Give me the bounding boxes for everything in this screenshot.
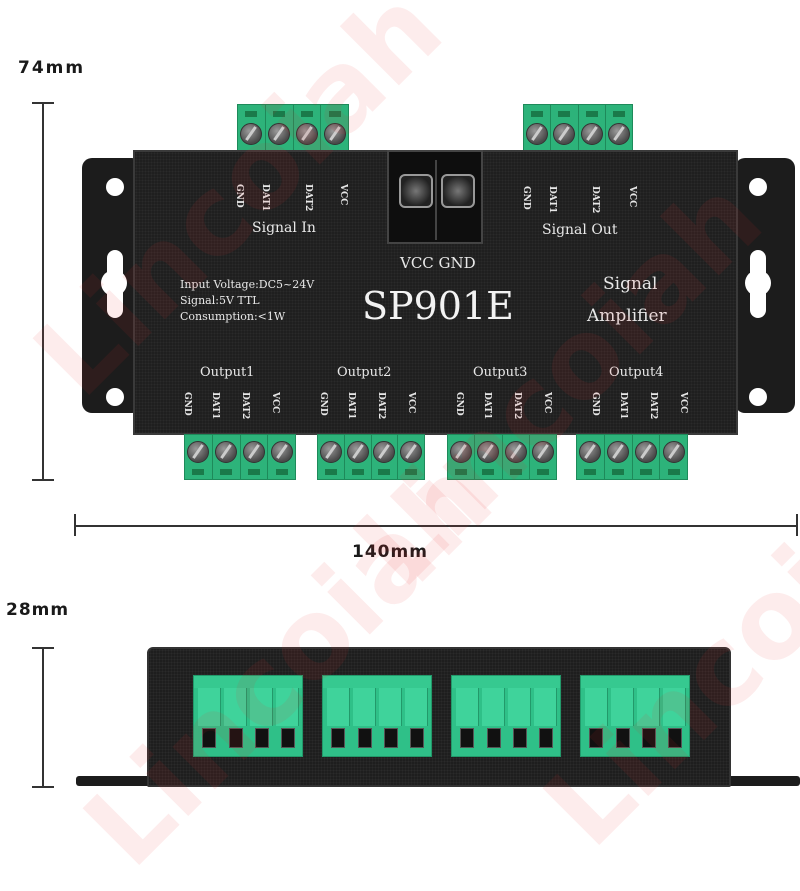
model-name: SP901E bbox=[362, 284, 514, 328]
pin-label: DAT2 bbox=[590, 186, 600, 214]
screw-icon bbox=[531, 441, 554, 463]
mount-hole bbox=[106, 178, 124, 196]
power-label: VCC GND bbox=[400, 254, 476, 272]
screw-icon bbox=[607, 441, 630, 463]
watermark: Lincoiah bbox=[520, 414, 800, 871]
pin-label: VCC bbox=[678, 392, 688, 414]
screw-icon bbox=[477, 441, 500, 463]
keyhole-center bbox=[101, 270, 127, 296]
dimension-height-label: 74mm bbox=[18, 58, 86, 78]
dimension-tick bbox=[32, 479, 54, 481]
pin-label: DAT1 bbox=[482, 392, 492, 420]
screw-icon bbox=[187, 441, 210, 463]
pin-label: DAT1 bbox=[346, 392, 356, 420]
screw-icon bbox=[400, 441, 423, 463]
pin-label: VCC bbox=[406, 392, 416, 414]
power-terminal bbox=[387, 150, 483, 244]
screw-icon bbox=[242, 441, 265, 463]
power-screw-icon bbox=[399, 174, 433, 208]
spec-consumption: Consumption:<1W bbox=[180, 310, 286, 323]
pin-label: DAT2 bbox=[240, 392, 250, 420]
pin-label: GND bbox=[454, 392, 464, 416]
left-mounting-bracket bbox=[82, 158, 142, 413]
pin-label: DAT1 bbox=[547, 186, 557, 214]
pin-label: DAT2 bbox=[512, 392, 522, 420]
screw-icon bbox=[504, 441, 527, 463]
spec-signal: Signal:5V TTL bbox=[180, 294, 260, 307]
pin-label: VCC bbox=[627, 186, 637, 208]
signal-in-terminal bbox=[237, 104, 349, 152]
keyhole-center bbox=[745, 270, 771, 296]
product-title-line2: Amplifier bbox=[587, 306, 667, 326]
pin-label: GND bbox=[521, 186, 531, 210]
screw-icon bbox=[662, 441, 685, 463]
pin-label: DAT1 bbox=[618, 392, 628, 420]
mount-hole bbox=[749, 388, 767, 406]
screw-icon bbox=[580, 123, 603, 145]
spec-voltage: Input Voltage:DC5~24V bbox=[180, 278, 315, 291]
dimension-tick bbox=[32, 786, 54, 788]
screw-icon bbox=[323, 123, 346, 145]
pin-label: VCC bbox=[542, 392, 552, 414]
dimension-depth-label: 28mm bbox=[6, 600, 70, 620]
output4-label: Output4 bbox=[609, 365, 664, 380]
screw-icon bbox=[526, 123, 549, 145]
output3-terminal bbox=[447, 434, 557, 480]
screw-icon bbox=[607, 123, 630, 145]
pin-label: VCC bbox=[338, 184, 348, 206]
screw-icon bbox=[215, 441, 238, 463]
pin-label: GND bbox=[182, 392, 192, 416]
product-title-line1: Signal bbox=[603, 274, 658, 294]
device-case bbox=[133, 150, 738, 435]
screw-icon bbox=[270, 441, 293, 463]
pin-label: DAT1 bbox=[210, 392, 220, 420]
dimension-width-label: 140mm bbox=[352, 542, 428, 562]
pin-label: VCC bbox=[270, 392, 280, 414]
output3-label: Output3 bbox=[473, 365, 528, 380]
output3-side-terminal bbox=[451, 675, 561, 757]
pin-label: DAT2 bbox=[648, 392, 658, 420]
output1-side-terminal bbox=[193, 675, 303, 757]
screw-icon bbox=[450, 441, 473, 463]
output1-terminal bbox=[184, 434, 296, 480]
pin-label: GND bbox=[590, 392, 600, 416]
screw-icon bbox=[634, 441, 657, 463]
screw-icon bbox=[373, 441, 396, 463]
screw-icon bbox=[346, 441, 369, 463]
power-screw-icon bbox=[441, 174, 475, 208]
dimension-tick bbox=[796, 514, 798, 536]
screw-icon bbox=[579, 441, 602, 463]
output4-terminal bbox=[576, 434, 688, 480]
output2-side-terminal bbox=[322, 675, 432, 757]
output1-label: Output1 bbox=[200, 365, 255, 380]
output2-terminal bbox=[317, 434, 425, 480]
dimension-depth-line bbox=[42, 647, 44, 787]
screw-icon bbox=[295, 123, 318, 145]
pin-label: DAT1 bbox=[260, 184, 270, 212]
right-mounting-bracket bbox=[735, 158, 795, 413]
output2-label: Output2 bbox=[337, 365, 392, 380]
screw-icon bbox=[268, 123, 291, 145]
pin-label: DAT2 bbox=[376, 392, 386, 420]
signal-out-terminal bbox=[523, 104, 633, 152]
left-mounting-foot bbox=[76, 776, 156, 786]
mount-hole bbox=[749, 178, 767, 196]
pin-label: DAT2 bbox=[303, 184, 313, 212]
dimension-height-line bbox=[42, 102, 44, 480]
signal-out-label: Signal Out bbox=[542, 222, 618, 238]
pin-label: GND bbox=[234, 184, 244, 208]
mount-hole bbox=[106, 388, 124, 406]
dimension-width-line bbox=[74, 525, 798, 527]
output4-side-terminal bbox=[580, 675, 690, 757]
screw-icon bbox=[319, 441, 342, 463]
signal-in-label: Signal In bbox=[252, 220, 316, 236]
screw-icon bbox=[240, 123, 263, 145]
screw-icon bbox=[553, 123, 576, 145]
right-mounting-foot bbox=[724, 776, 800, 786]
pin-label: GND bbox=[318, 392, 328, 416]
